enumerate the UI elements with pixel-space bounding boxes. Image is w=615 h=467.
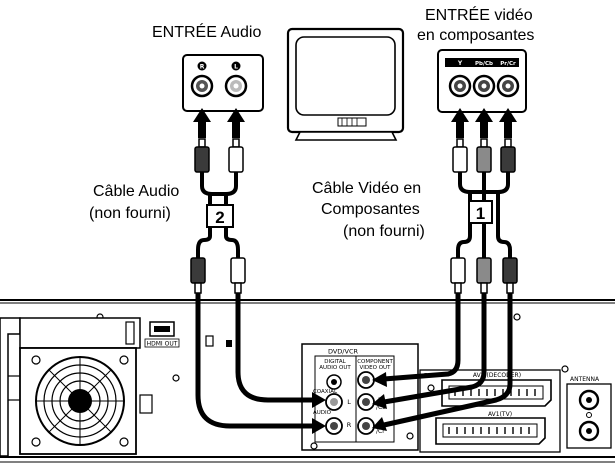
av1-label: AV1(TV) (488, 411, 512, 418)
audio-cable-number: 2 (215, 208, 224, 227)
video-plug-lower-pb (476, 257, 492, 294)
av2-label: AV2 (DECODER) (473, 372, 521, 379)
svg-text:COMPONENT: COMPONENT (357, 359, 393, 365)
audio-cable-label-line2: (non fourni) (89, 205, 171, 222)
svg-text:R: R (347, 421, 352, 429)
svg-text:/Cb: /Cb (376, 404, 386, 411)
video-input-label-line1: ENTRÉE vidéo (425, 5, 533, 24)
tv-video-jack-pb (472, 74, 496, 98)
svg-text:L: L (347, 398, 351, 406)
svg-text:L: L (234, 64, 238, 71)
video-cable-label-line3: (non fourni) (343, 223, 425, 240)
panel-title: DVD/VCR (328, 348, 359, 356)
audio-plug-upper-l (228, 138, 244, 173)
antenna-out-jack (578, 420, 600, 442)
scart-panel: DVD AV2 (DECODER) AV1(TV) (419, 369, 561, 453)
video-plug-upper-y (452, 138, 468, 173)
routing-arrowheads (312, 372, 387, 434)
svg-text:Y: Y (457, 60, 463, 67)
tv-video-input-panel: Y Pb/Cb Pr/Cr (437, 49, 527, 113)
video-plug-upper-pr (500, 138, 516, 173)
tv-icon (286, 27, 405, 141)
svg-text:Pb/Cb: Pb/Cb (475, 61, 493, 67)
arrows-into-tv (193, 108, 517, 138)
antenna-panel: ANTENNA (561, 365, 612, 449)
video-cable-number: 1 (476, 204, 485, 223)
tv-audio-jack-r (190, 74, 214, 98)
tv-video-jack-pr (496, 74, 520, 98)
svg-text:AUDIO: AUDIO (313, 410, 332, 416)
svg-text:COAXIAL: COAXIAL (313, 389, 338, 395)
audio-plug-upper-r (194, 138, 210, 173)
tv-audio-input-panel: R L (182, 54, 264, 112)
hdmi-out-port: HDMI OUT (144, 321, 180, 348)
svg-text:/Cr: /Cr (376, 428, 385, 435)
tv-audio-jack-l (224, 74, 248, 98)
recorder-audio-jack-r (325, 417, 343, 435)
hdmi-out-label: HDMI OUT (147, 341, 178, 348)
svg-text:DIGITAL: DIGITAL (324, 359, 346, 365)
audio-cable-label-line1: Câble Audio (93, 183, 179, 200)
component-video-cable: 1 (450, 138, 518, 294)
audio-input-label: ENTRÉE Audio (152, 22, 261, 41)
audio-cable: 2 (190, 138, 246, 294)
svg-text:Pr/Cr: Pr/Cr (500, 61, 516, 67)
scart-av1-port (435, 417, 546, 445)
tv-video-jack-y (448, 74, 472, 98)
svg-text:VIDEO OUT: VIDEO OUT (360, 365, 392, 371)
video-input-label-line2: en composantes (417, 27, 534, 44)
audio-plug-lower-r (190, 257, 206, 294)
audio-plug-lower-l (230, 257, 246, 294)
recorder-video-jack-pr (357, 417, 375, 435)
svg-text:AUDIO OUT: AUDIO OUT (319, 365, 351, 371)
svg-text:R: R (200, 64, 205, 71)
recorder-rear-panel: HDMI OUT DVD/VCR DIGITAL AUDIO OUT COMPO… (0, 299, 615, 463)
video-cable-label-line1: Câble Vidéo en (312, 180, 421, 197)
recorder-video-jack-y (357, 371, 375, 389)
recorder-audio-jack-l (325, 393, 343, 411)
video-cable-label-line2: Composantes (321, 201, 420, 218)
coaxial-jack (326, 374, 342, 390)
cooling-fan-icon (19, 347, 137, 455)
recorder-video-jack-pb (357, 393, 375, 411)
power-block (0, 317, 141, 457)
video-plug-lower-y (450, 257, 466, 294)
video-plug-lower-pr (502, 257, 518, 294)
video-plug-upper-pb (476, 138, 492, 173)
antenna-in-jack (578, 389, 600, 411)
routing-arrows (195, 293, 513, 429)
antenna-label: ANTENNA (570, 376, 600, 383)
